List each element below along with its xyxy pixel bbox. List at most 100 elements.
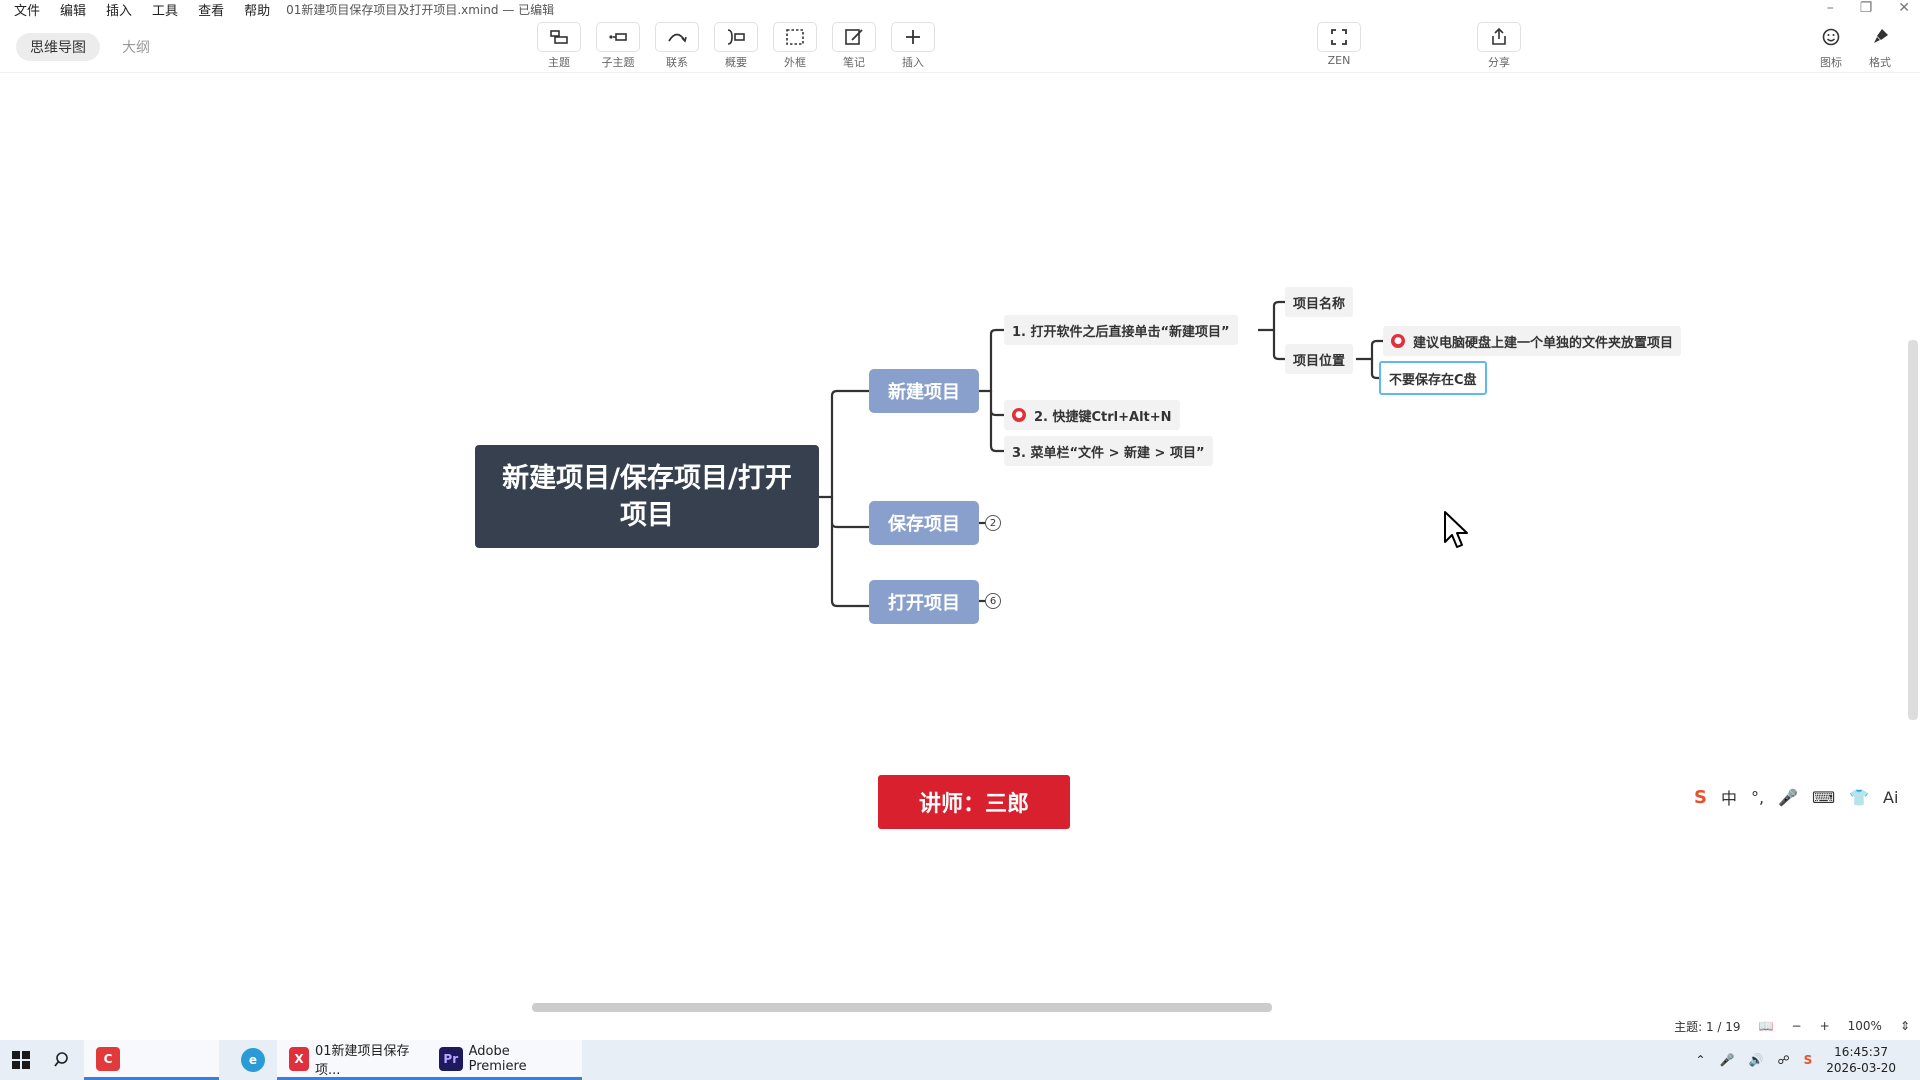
topic-not-c-drive-label: 不要保存在C盘	[1389, 372, 1477, 388]
taskbar-app-edge[interactable]: e	[229, 1040, 277, 1080]
topic-project-name[interactable]: 项目名称	[1285, 287, 1354, 317]
keyboard-icon[interactable]: ⌨	[1812, 787, 1836, 807]
taskbar-app-premiere[interactable]: Pr Adobe Premiere	[427, 1040, 582, 1080]
menu-insert[interactable]: 插入	[106, 3, 133, 19]
smiley-icon	[1822, 28, 1840, 46]
boundary-button[interactable]: 外框	[770, 22, 820, 70]
ime-lang-toggle[interactable]: 中	[1720, 789, 1737, 808]
taskbar-premiere-label: Adobe Premiere	[468, 1043, 527, 1074]
windows-taskbar: C e X 01新建项目保存项... Pr Adobe Premiere ⌃ 🎤…	[0, 1040, 1920, 1080]
search-button[interactable]	[42, 1040, 84, 1080]
sogou-logo-icon[interactable]: S	[1694, 786, 1707, 808]
mindmap-canvas[interactable]: 新建项目/保存项目/打开项目 新建项目 保存项目 打开项目 2 6 1. 打开软…	[0, 73, 1908, 1003]
topic-project-location-label: 项目位置	[1293, 353, 1346, 369]
subtopic-button[interactable]: 子主题	[593, 22, 643, 70]
premiere-icon: Pr	[439, 1046, 463, 1071]
central-topic[interactable]: 新建项目/保存项目/打开项目	[475, 445, 819, 548]
tray-microphone-icon[interactable]: 🎤	[1719, 1053, 1735, 1067]
topic-folder-tip-label: 建议电脑硬盘上建一个单独的文件夹放置项目	[1413, 335, 1674, 351]
menu-view[interactable]: 查看	[198, 3, 225, 19]
volume-icon[interactable]: 🔊	[1748, 1053, 1764, 1067]
status-bar: 主题: 1 / 19 📖 − + 100% ⇕	[0, 1014, 1920, 1038]
vertical-scrollbar[interactable]	[1908, 340, 1918, 720]
icon-panel-label: 图标	[1820, 56, 1842, 69]
collapse-count-save[interactable]: 2	[985, 515, 1001, 531]
topic-counter: 主题: 1 / 19	[1674, 1019, 1741, 1034]
topic-save-project[interactable]: 保存项目	[869, 501, 979, 545]
zoom-out-icon[interactable]: −	[1791, 1019, 1802, 1033]
menu-edit[interactable]: 编辑	[60, 3, 87, 19]
topic-project-location[interactable]: 项目位置	[1285, 344, 1354, 374]
restore-icon[interactable]: ❐	[1859, 0, 1873, 16]
priority-marker-icon: ●	[1012, 408, 1026, 422]
menu-file[interactable]: 文件	[14, 3, 41, 19]
priority-marker-icon: ●	[1391, 334, 1405, 348]
relation-label: 联系	[666, 56, 688, 69]
zoom-in-icon[interactable]: +	[1819, 1019, 1830, 1033]
fullscreen-icon	[1331, 29, 1347, 45]
subtopic-icon	[609, 33, 627, 41]
skin-icon[interactable]: 👕	[1849, 787, 1870, 807]
taskbar-app-xmind[interactable]: X 01新建项目保存项...	[277, 1040, 427, 1080]
tab-outline[interactable]: 大纲	[122, 40, 150, 56]
topic-icon	[550, 30, 568, 44]
note-button[interactable]: 笔记	[829, 22, 879, 70]
brush-icon	[1874, 29, 1888, 43]
menu-help[interactable]: 帮助	[244, 3, 271, 19]
summary-button[interactable]: 概要	[711, 22, 761, 70]
system-tray: ⌃ 🎤 🔊 ☍ S 16:45:37 2026-03-20	[1695, 1044, 1920, 1076]
topic-new-project[interactable]: 新建项目	[869, 369, 979, 413]
tab-mindmap[interactable]: 思维导图	[16, 33, 100, 61]
topic-step3[interactable]: 3. 菜单栏“文件 > 新建 > 项目”	[1004, 436, 1213, 466]
edge-browser-icon: e	[241, 1048, 265, 1072]
map-view-icon[interactable]: 📖	[1758, 1019, 1774, 1033]
tray-chevron-up-icon[interactable]: ⌃	[1695, 1053, 1706, 1067]
taskbar-app-camtasia[interactable]: C	[84, 1040, 219, 1080]
subtopic-label: 子主题	[601, 56, 635, 69]
share-button[interactable]: 分享	[1474, 22, 1524, 70]
network-icon[interactable]: ☍	[1777, 1053, 1790, 1067]
collapse-count-open[interactable]: 6	[985, 593, 1001, 609]
zoom-level[interactable]: 100%	[1847, 1019, 1882, 1033]
tray-sogou-icon[interactable]: S	[1803, 1053, 1813, 1067]
document-title: 01新建项目保存项目及打开项目.xmind — 已编辑	[286, 2, 555, 17]
relation-button[interactable]: 联系	[652, 22, 702, 70]
topic-button[interactable]: 主题	[534, 22, 584, 70]
lecturer-banner: 讲师：三郎	[878, 775, 1070, 829]
menu-tools[interactable]: 工具	[152, 3, 179, 19]
topic-folder-tip[interactable]: ● 建议电脑硬盘上建一个单独的文件夹放置项目	[1383, 326, 1682, 356]
topic-step2[interactable]: ● 2. 快捷键Ctrl+Alt+N	[1004, 400, 1180, 430]
menu-bar: 文件 编辑 插入 工具 查看 帮助 01新建项目保存项目及打开项目.xmind …	[0, 0, 1920, 19]
branch-lines	[819, 300, 1383, 608]
horizontal-scrollbar[interactable]	[532, 1003, 1272, 1012]
microphone-icon[interactable]: 🎤	[1778, 787, 1798, 807]
boundary-icon	[786, 29, 804, 45]
toolbar-divider	[0, 72, 1920, 73]
close-icon[interactable]: ✕	[1898, 0, 1910, 16]
window-controls: – ❐ ✕	[1827, 0, 1910, 16]
punctuation-icon[interactable]: °,	[1750, 787, 1765, 807]
zoom-stepper-icon[interactable]: ⇕	[1899, 1019, 1910, 1033]
summary-label: 概要	[725, 56, 747, 69]
plus-icon	[906, 30, 920, 44]
clock-date: 2026-03-20	[1826, 1061, 1896, 1075]
format-panel-button[interactable]: 格式	[1855, 22, 1905, 70]
zen-button[interactable]: ZEN	[1314, 22, 1364, 67]
zen-label: ZEN	[1327, 54, 1351, 67]
topic-step1-label: 1. 打开软件之后直接单击“新建项目”	[1012, 324, 1230, 340]
minimize-icon[interactable]: –	[1826, 0, 1834, 16]
insert-button[interactable]: 插入	[888, 22, 938, 70]
topic-project-name-label: 项目名称	[1293, 296, 1346, 312]
view-tabs: 思维导图 大纲	[16, 33, 164, 61]
share-label: 分享	[1488, 56, 1510, 69]
topic-step1[interactable]: 1. 打开软件之后直接单击“新建项目”	[1004, 315, 1238, 345]
start-button[interactable]	[0, 1040, 42, 1080]
icon-panel-button[interactable]: 图标	[1806, 22, 1856, 70]
windows-logo-icon	[12, 1051, 30, 1069]
ime-ai-button[interactable]: Ai	[1883, 787, 1899, 807]
system-clock[interactable]: 16:45:37 2026-03-20	[1826, 1044, 1896, 1076]
topic-open-project[interactable]: 打开项目	[869, 580, 979, 624]
topic-not-c-drive[interactable]: 不要保存在C盘	[1379, 361, 1487, 395]
topic-label: 主题	[548, 56, 570, 69]
clock-time: 16:45:37	[1834, 1045, 1889, 1059]
